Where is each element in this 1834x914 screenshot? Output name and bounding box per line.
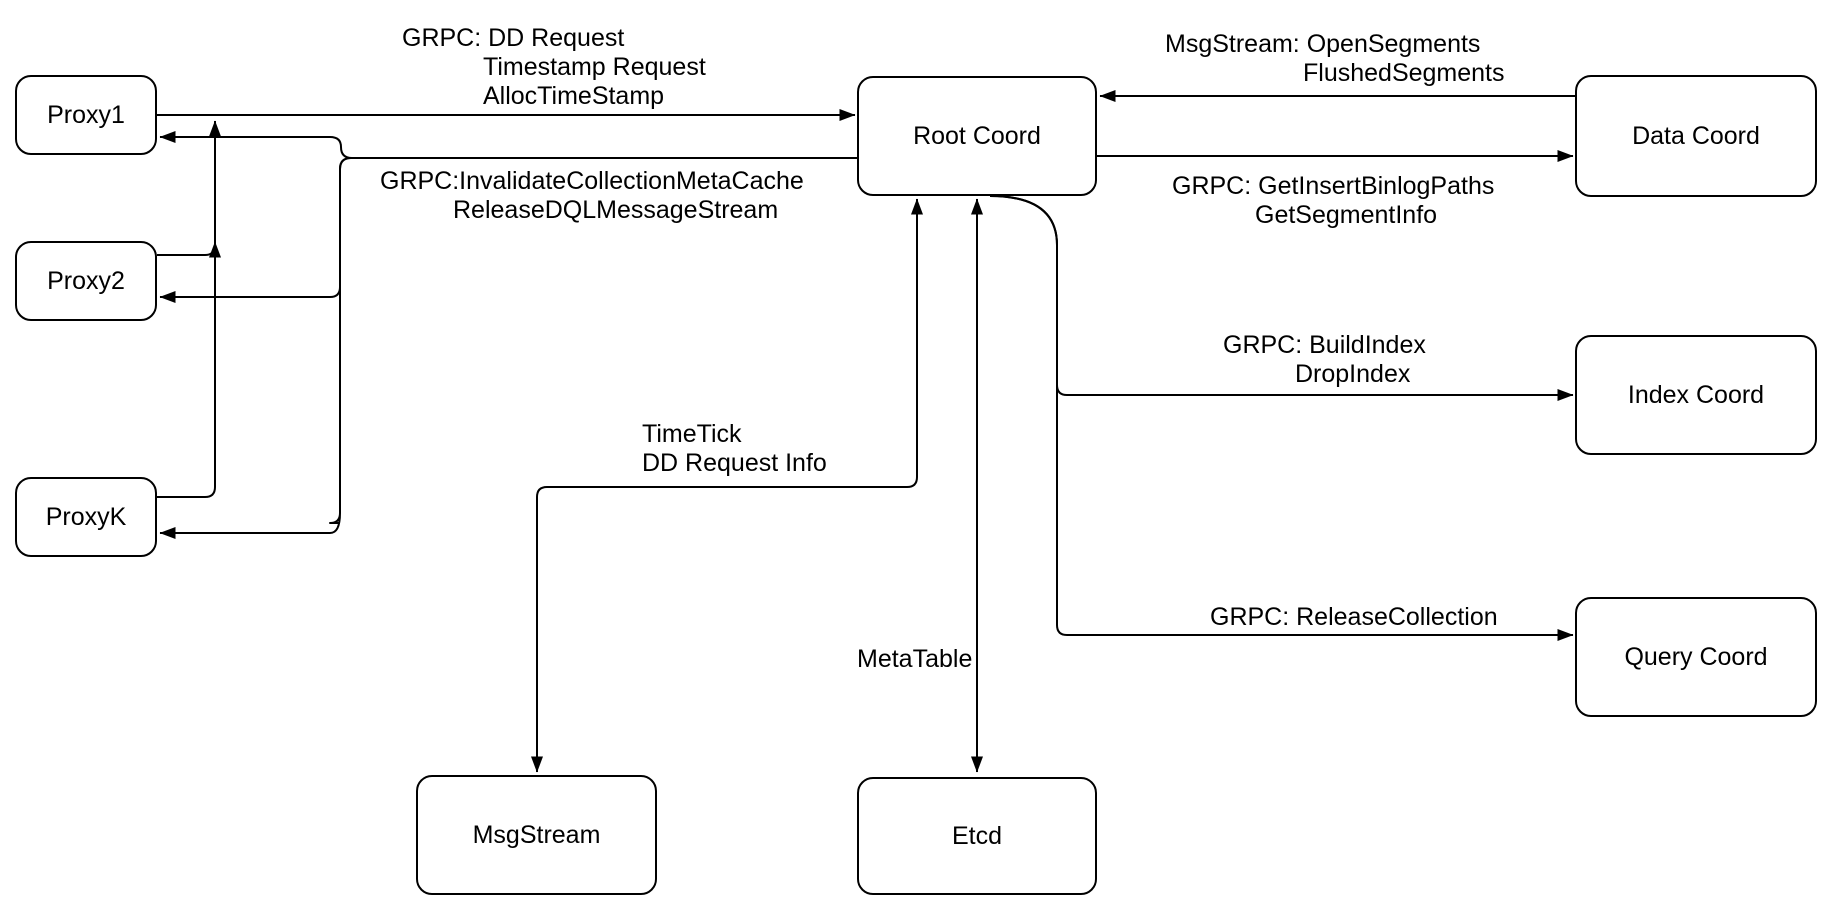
edge-label-root-to-index: GRPC: BuildIndex DropIndex bbox=[1223, 331, 1426, 389]
edge-label-line: GRPC: ReleaseCollection bbox=[1210, 603, 1498, 631]
node-root-coord-label: Root Coord bbox=[913, 122, 1041, 150]
edge-label-root-etcd: MetaTable bbox=[857, 645, 972, 674]
edge-label-line: GetSegmentInfo bbox=[1255, 201, 1438, 229]
edge-label-line: Timestamp Request bbox=[483, 53, 706, 81]
edge-label-line: AllocTimeStamp bbox=[483, 82, 665, 110]
edge-label-line: MsgStream: OpenSegments bbox=[1165, 30, 1481, 58]
edge-label-line: MetaTable bbox=[857, 645, 973, 673]
edge-rootcoord-to-querycoord bbox=[989, 195, 1574, 641]
node-data-coord: Data Coord bbox=[1575, 75, 1817, 197]
edge-proxy2-to-rootcoord bbox=[157, 120, 221, 256]
edge-rootcoord-to-proxy1 bbox=[159, 131, 857, 159]
edge-label-root-to-proxies: GRPC:InvalidateCollectionMetaCache Relea… bbox=[380, 167, 804, 225]
node-etcd: Etcd bbox=[857, 777, 1097, 895]
node-proxy1-label: Proxy1 bbox=[47, 101, 125, 129]
edge-label-root-to-data: GRPC: GetInsertBinlogPaths GetSegmentInf… bbox=[1172, 172, 1494, 230]
node-index-coord: Index Coord bbox=[1575, 335, 1817, 455]
edge-label-msgstream-root: TimeTick DD Request Info bbox=[642, 420, 827, 478]
node-proxy2: Proxy2 bbox=[15, 241, 157, 321]
node-data-coord-label: Data Coord bbox=[1632, 122, 1760, 150]
node-index-coord-label: Index Coord bbox=[1627, 381, 1765, 409]
node-proxy2-label: Proxy2 bbox=[47, 267, 125, 295]
node-root-coord: Root Coord bbox=[857, 76, 1097, 196]
node-query-coord-label: Query Coord bbox=[1624, 643, 1768, 671]
edge-label-line: GRPC: DD Request bbox=[402, 24, 625, 52]
edge-label-proxy-to-root: GRPC: DD Request Timestamp Request Alloc… bbox=[402, 24, 706, 111]
edge-label-line: DropIndex bbox=[1295, 360, 1411, 388]
node-proxyk: ProxyK bbox=[15, 477, 157, 557]
node-proxyk-label: ProxyK bbox=[45, 503, 127, 531]
edge-rootcoord-msgstream bbox=[531, 198, 923, 773]
edge-label-line: TimeTick bbox=[642, 420, 742, 448]
edge-label-line: GRPC: BuildIndex bbox=[1223, 331, 1426, 359]
edge-label-line: ReleaseDQLMessageStream bbox=[453, 196, 779, 224]
edge-label-line: FlushedSegments bbox=[1303, 59, 1505, 87]
node-etcd-label: Etcd bbox=[951, 822, 1003, 850]
edge-label-line: GRPC: GetInsertBinlogPaths bbox=[1172, 172, 1495, 200]
edge-proxyk-to-rootcoord bbox=[157, 241, 221, 498]
node-proxy1: Proxy1 bbox=[15, 75, 157, 155]
node-msgstream-label: MsgStream bbox=[472, 821, 601, 849]
edge-label-line: DD Request Info bbox=[642, 449, 827, 477]
node-query-coord: Query Coord bbox=[1575, 597, 1817, 717]
edge-label-root-to-query: GRPC: ReleaseCollection bbox=[1210, 603, 1498, 632]
edge-label-line: GRPC:InvalidateCollectionMetaCache bbox=[380, 167, 804, 195]
edge-rootcoord-to-proxyk bbox=[160, 157, 857, 533]
node-msgstream: MsgStream bbox=[416, 775, 657, 895]
edge-label-data-to-root: MsgStream: OpenSegments FlushedSegments bbox=[1165, 30, 1505, 88]
